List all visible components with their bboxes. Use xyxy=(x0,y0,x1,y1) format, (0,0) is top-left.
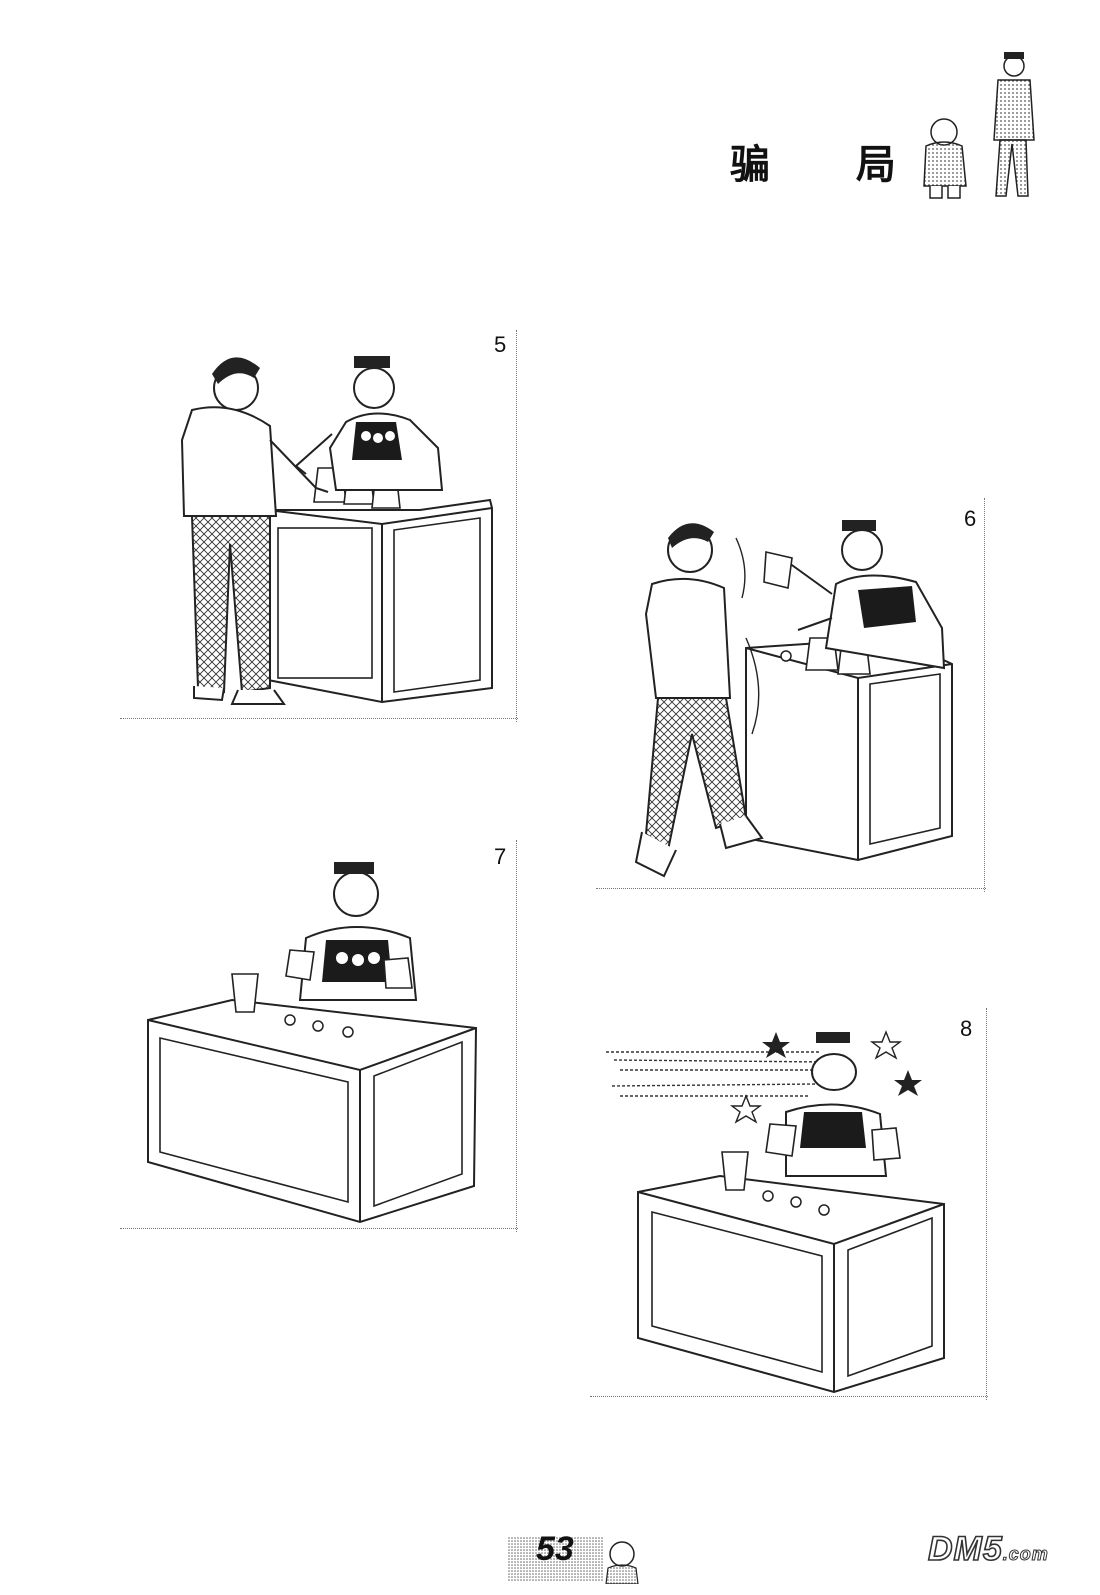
panel-number-8: 8 xyxy=(960,1016,973,1041)
watermark-suffix-text: .com xyxy=(1002,1544,1049,1565)
panel-number-5: 5 xyxy=(494,332,507,357)
comic-panel-6: 6 xyxy=(596,498,990,892)
panel-border-bottom xyxy=(590,1396,988,1397)
watermark-main-text: DM5 xyxy=(927,1529,1003,1569)
panel-border-bottom xyxy=(120,718,518,719)
page-number: 53 xyxy=(536,1530,574,1568)
panel-7-illustration xyxy=(147,862,478,1224)
panel-8-illustration xyxy=(606,1030,945,1394)
panel-border-right xyxy=(516,840,517,1232)
panel-border-right xyxy=(984,498,985,892)
page-number-badge xyxy=(508,1536,639,1584)
site-watermark: DM5.com xyxy=(927,1529,1049,1569)
comic-panel-7: 7 xyxy=(120,840,520,1232)
panel-number-6: 6 xyxy=(964,506,977,531)
corner-characters-illustration xyxy=(923,52,1035,199)
panel-border-bottom xyxy=(120,1228,518,1229)
comic-panel-5: 5 xyxy=(120,330,520,722)
panel-6-illustration xyxy=(634,520,953,878)
panel-border-bottom xyxy=(596,888,986,889)
panel-number-7: 7 xyxy=(494,844,507,869)
panel-5-illustration xyxy=(180,356,493,705)
panel-border-right xyxy=(516,330,517,722)
page-title: 骗 局 xyxy=(730,141,932,188)
comic-panel-8: 8 xyxy=(590,1008,990,1400)
panel-border-right xyxy=(986,1008,987,1400)
